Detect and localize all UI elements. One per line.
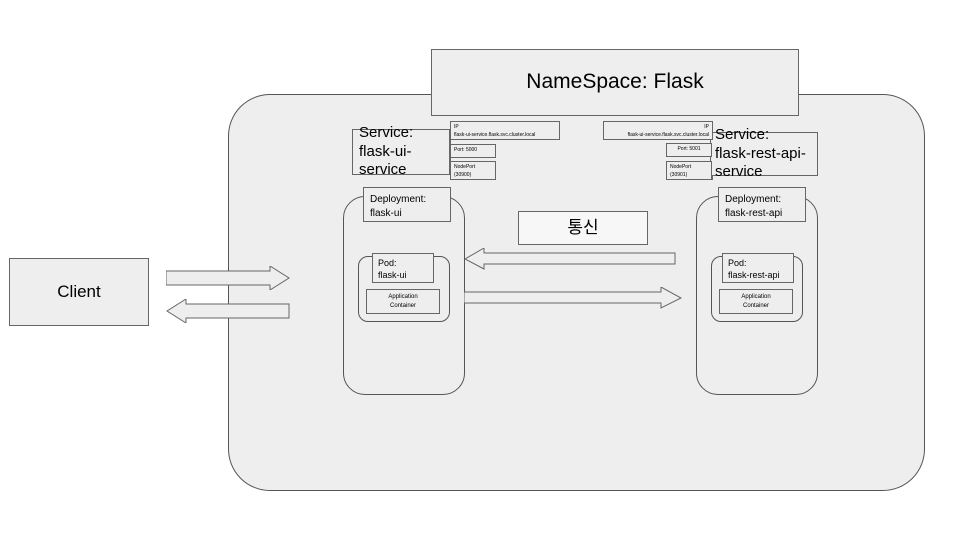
app-container-left-line1: Application [388,293,418,300]
arrow-ui-to-rest-api [464,287,682,309]
service-right-port: Port: 5001 [666,143,712,157]
pod-left-label: Pod: flask-ui [372,253,434,283]
service-right-ip-value: flask-ui-service.flask.svc.cluster.local [627,131,709,138]
service-right-ip-key: IP [704,124,709,130]
app-container-right-line1: Application [741,293,771,300]
pod-left-name: flask-ui [378,270,407,281]
service-right-nodeport-key: NodePort [670,164,692,170]
service-right-title: Service: [715,125,770,143]
service-left-ip-value: flask-ui-service.flask.svc.cluster.local [454,131,536,138]
deployment-left-label: Deployment: flask-ui [363,187,451,222]
namespace-title: NameSpace: Flask [431,49,799,116]
service-right-label: Service: flask-rest-api-service [710,126,818,180]
service-left-nodeport-value: (30900) [454,171,472,178]
pod-right-label: Pod: flask-rest-api [722,253,794,283]
application-container-right: Application Container [719,289,793,314]
deployment-left-title: Deployment: [370,194,427,205]
arrow-client-to-cluster [166,266,290,290]
arrow-cluster-to-client [166,299,290,323]
pod-right-title: Pod: [728,258,747,268]
service-left-title: Service: [359,123,414,141]
service-right-name: flask-rest-api-service [715,144,806,181]
deployment-right-label: Deployment: flask-rest-api [718,187,806,222]
service-right-nodeport: NodePort (30901) [666,161,712,180]
service-left-name: flask-ui-service [359,142,412,179]
client-box: Client [9,258,149,326]
deployment-left-name: flask-ui [370,207,402,219]
pod-right-name: flask-rest-api [728,270,780,281]
pod-left-title: Pod: [378,258,397,268]
communication-label: 통신 [518,211,648,245]
service-left-ip: IP flask-ui-service.flask.svc.cluster.lo… [450,121,560,140]
service-left-ip-key: IP [454,124,459,130]
service-right-ip: IP flask-ui-service.flask.svc.cluster.lo… [603,121,713,140]
service-left-label: Service: flask-ui-service [352,124,450,178]
app-container-right-line2: Container [742,302,769,309]
service-left-port: Port: 5000 [450,144,496,158]
deployment-right-name: flask-rest-api [725,207,783,219]
service-left-nodeport: NodePort (30900) [450,161,496,180]
service-left-nodeport-key: NodePort [454,164,476,170]
deployment-right-title: Deployment: [725,194,782,205]
service-right-nodeport-value: (30901) [670,171,688,178]
arrow-rest-api-to-ui [464,248,676,270]
application-container-left: Application Container [366,289,440,314]
app-container-left-line2: Container [389,302,416,309]
